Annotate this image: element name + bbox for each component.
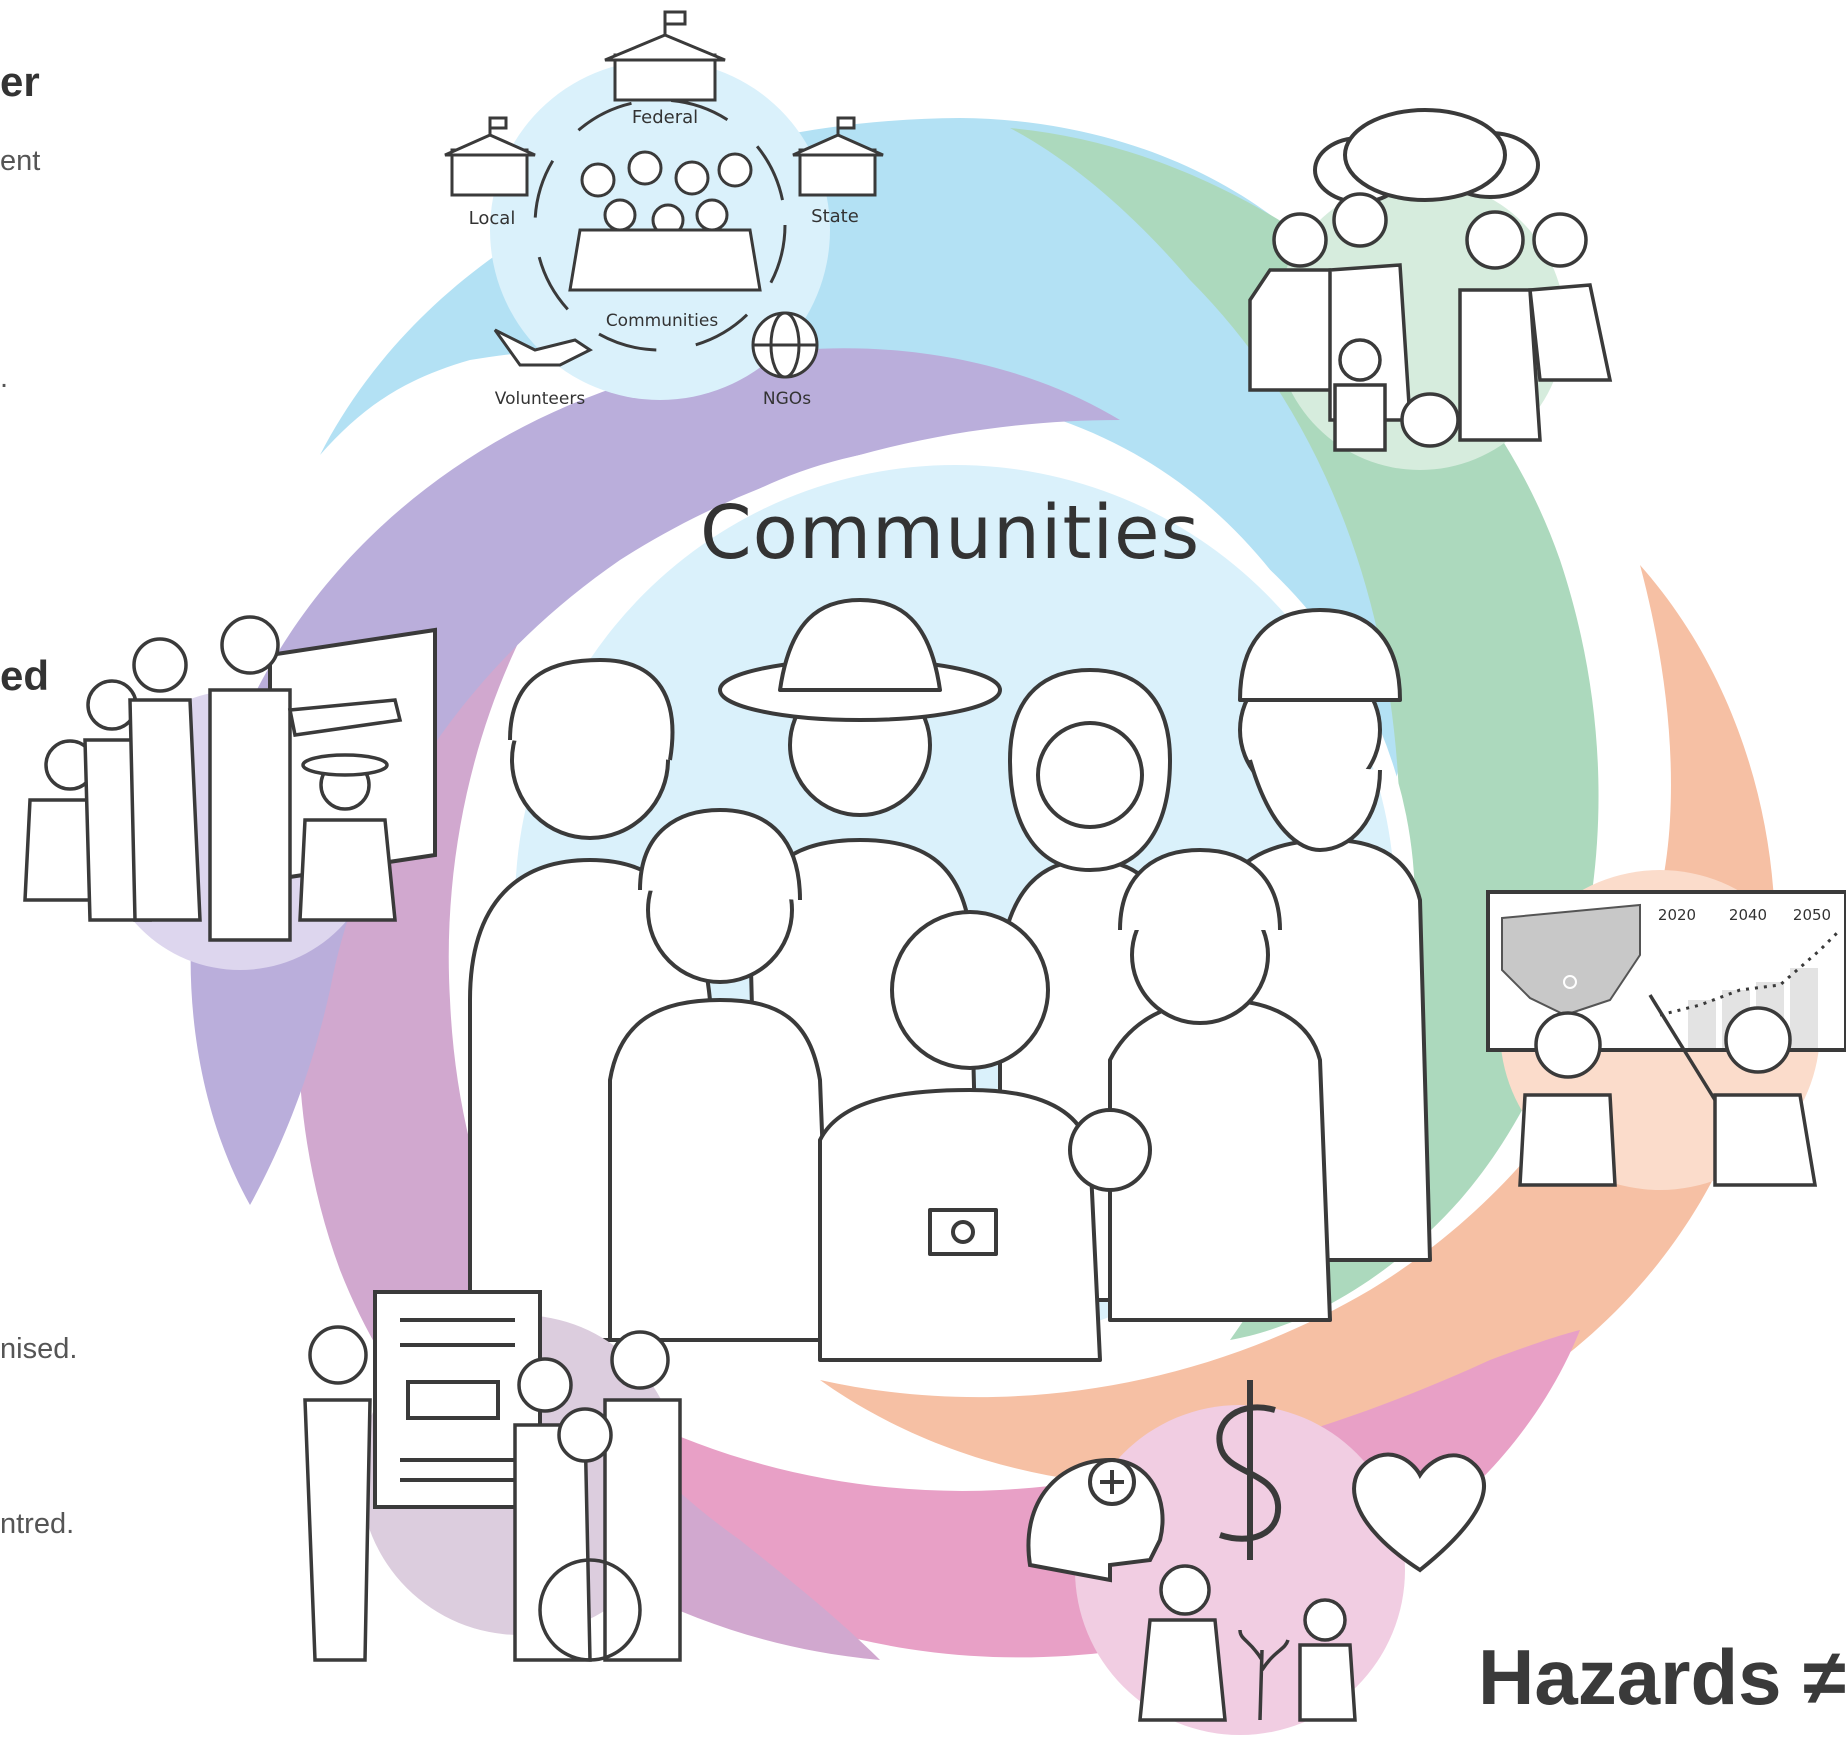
communities-small-label: Communities — [606, 311, 719, 331]
left-heading-fragment-top: er — [0, 58, 40, 105]
planning-board-icon — [373, 1290, 542, 1509]
projection-vignette: 2020 2040 2050 — [1486, 870, 1846, 1190]
planning-people — [303, 1325, 682, 1662]
conversation-people — [1248, 192, 1613, 452]
wellbeing-disc — [1075, 1405, 1405, 1735]
volunteers-label: Volunteers — [495, 389, 586, 409]
governance-people — [568, 150, 762, 292]
left-dot-fragment: . — [0, 362, 9, 394]
purple-petal — [190, 348, 1120, 1206]
federal-building-icon — [604, 10, 726, 102]
handshake-icon — [493, 328, 593, 367]
dollar-icon — [1216, 1380, 1282, 1560]
hazards-heading: Hazards ≠ — [1478, 1633, 1846, 1721]
nsw-map-icon — [1501, 903, 1641, 1017]
year-label-2050: 2050 — [1793, 906, 1831, 924]
state-label: State — [811, 206, 859, 227]
wellbeing-people — [1138, 1564, 1357, 1722]
briefing-people — [23, 615, 403, 942]
ngos-label: NGOs — [763, 389, 811, 409]
heart-icon — [1352, 1452, 1486, 1573]
person-nurse — [608, 808, 832, 1342]
mental-health-icon — [1026, 1457, 1165, 1583]
person-mother-baby — [1068, 848, 1332, 1322]
local-building-icon — [444, 116, 536, 197]
local-label: Local — [469, 208, 516, 229]
orange-petal — [820, 565, 1775, 1488]
governance-cluster: Federal State Local Communities Voluntee… — [444, 10, 884, 409]
year-label-2040: 2040 — [1729, 906, 1767, 924]
year-label-2020: 2020 — [1658, 906, 1696, 924]
left-heading-fragment-middle: ed — [0, 652, 50, 699]
person-man-flag-shirt — [818, 910, 1102, 1362]
planning-vignette — [303, 1290, 682, 1662]
projection-people — [1518, 994, 1818, 1187]
governance-ring-dashes — [533, 98, 787, 352]
briefing-vignette — [23, 615, 437, 970]
communities-title: Communities — [700, 490, 1201, 576]
wellbeing-vignette — [1026, 1380, 1486, 1735]
left-body-fragment-top: ent — [0, 145, 41, 177]
speech-bubbles-icon — [1313, 108, 1540, 204]
person-woman-left — [468, 658, 722, 1342]
central-community-people — [468, 598, 1432, 1362]
state-building-icon — [792, 116, 884, 197]
left-body-fragment-bottom-2: ntred. — [0, 1508, 75, 1540]
federal-label: Federal — [632, 107, 698, 128]
globe-icon — [751, 311, 819, 379]
conversation-vignette — [1248, 108, 1613, 470]
left-body-fragment-bottom-1: nised. — [0, 1333, 78, 1365]
